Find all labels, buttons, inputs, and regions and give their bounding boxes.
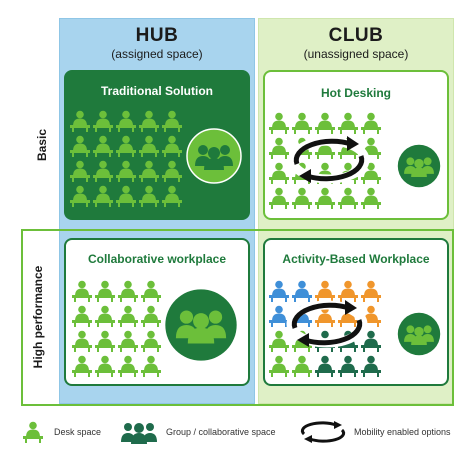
- desk-icon: [139, 135, 159, 157]
- desk-icon: [23, 421, 43, 443]
- group-icon: [397, 312, 441, 356]
- desk-icon: [72, 330, 92, 352]
- card-traditional-solution: Traditional Solution: [64, 70, 250, 220]
- desk-icon: [23, 421, 43, 443]
- desk-icon: [162, 110, 182, 132]
- group-icon: [186, 128, 242, 184]
- desk-icon: [95, 305, 115, 327]
- desk-icon: [269, 330, 289, 352]
- desk-icon: [361, 355, 381, 377]
- desk-icon-grid: [70, 110, 182, 207]
- desk-icon: [139, 160, 159, 182]
- legend-desk-label: Desk space: [54, 427, 102, 437]
- mobility-loop-icon: [285, 296, 369, 352]
- desk-icon: [361, 305, 381, 327]
- desk-icon: [116, 110, 136, 132]
- desk-icon: [269, 162, 289, 184]
- desk-icon: [95, 330, 115, 352]
- card-title-traditional: Traditional Solution: [101, 84, 213, 98]
- desk-icon: [141, 280, 161, 302]
- card-collaborative-workplace: Collaborative workplace: [64, 238, 250, 386]
- desk-icon: [338, 280, 358, 302]
- card-title-hot-desking: Hot Desking: [320, 86, 391, 100]
- desk-icon: [338, 355, 358, 377]
- desk-icon: [95, 355, 115, 377]
- legend: Desk space Group / collaborative space M…: [20, 418, 460, 448]
- row-label-high-performance: High performance: [31, 265, 45, 369]
- desk-icon: [72, 355, 92, 377]
- group-icon: [397, 144, 441, 188]
- desk-icon: [315, 187, 335, 209]
- desk-icon: [361, 162, 381, 184]
- desk-icon: [162, 185, 182, 207]
- legend-mobility-label: Mobility enabled options: [354, 427, 451, 437]
- desk-icon: [361, 137, 381, 159]
- desk-icon: [292, 187, 312, 209]
- desk-icon: [269, 187, 289, 209]
- row-label-basic: Basic: [35, 128, 49, 162]
- mobility-loop-icon: [287, 132, 371, 188]
- desk-icon: [292, 112, 312, 134]
- desk-icon: [269, 137, 289, 159]
- desk-icon: [292, 355, 312, 377]
- card-hot-desking: Hot Desking: [263, 70, 449, 220]
- desk-icon: [141, 355, 161, 377]
- desk-icon: [269, 355, 289, 377]
- desk-icon: [70, 160, 90, 182]
- desk-icon: [118, 305, 138, 327]
- desk-icon: [95, 280, 115, 302]
- desk-icon: [315, 355, 335, 377]
- desk-icon: [338, 187, 358, 209]
- desk-icon: [93, 185, 113, 207]
- desk-icon: [116, 135, 136, 157]
- desk-icon: [315, 112, 335, 134]
- desk-icon: [315, 280, 335, 302]
- desk-icon: [118, 355, 138, 377]
- desk-icon: [269, 280, 289, 302]
- club-subtitle: (unassigned space): [303, 47, 409, 61]
- desk-icon: [70, 185, 90, 207]
- mobility-loop-icon: [298, 420, 348, 444]
- card-title-collaborative: Collaborative workplace: [87, 252, 227, 266]
- desk-icon: [70, 135, 90, 157]
- desk-icon: [269, 305, 289, 327]
- desk-icon: [162, 135, 182, 157]
- desk-icon: [361, 187, 381, 209]
- high-performance-frame: [21, 229, 454, 406]
- desk-icon: [162, 160, 182, 182]
- card-title-activity-based: Activity-Based Workplace: [282, 252, 430, 266]
- desk-icon: [93, 110, 113, 132]
- desk-icon: [70, 110, 90, 132]
- desk-icon: [116, 160, 136, 182]
- desk-icon: [72, 305, 92, 327]
- desk-icon: [361, 112, 381, 134]
- desk-icon: [118, 280, 138, 302]
- hub-title: HUB: [135, 25, 179, 46]
- desk-icon: [141, 330, 161, 352]
- card-activity-based-workplace: Activity-Based Workplace: [263, 238, 449, 386]
- desk-icon: [292, 280, 312, 302]
- legend-group-label: Group / collaborative space: [166, 427, 276, 437]
- desk-icon: [72, 280, 92, 302]
- desk-icon: [116, 185, 136, 207]
- group-icon: [120, 420, 158, 444]
- desk-icon-grid: [72, 280, 161, 377]
- desk-icon: [141, 305, 161, 327]
- desk-icon: [118, 330, 138, 352]
- desk-icon: [269, 112, 289, 134]
- club-title: CLUB: [328, 25, 384, 46]
- desk-icon: [93, 160, 113, 182]
- desk-icon: [361, 280, 381, 302]
- desk-icon: [139, 185, 159, 207]
- desk-icon: [139, 110, 159, 132]
- desk-icon: [338, 112, 358, 134]
- hub-subtitle: (assigned space): [111, 47, 203, 61]
- desk-icon: [93, 135, 113, 157]
- desk-icon: [361, 330, 381, 352]
- group-icon: [164, 288, 238, 362]
